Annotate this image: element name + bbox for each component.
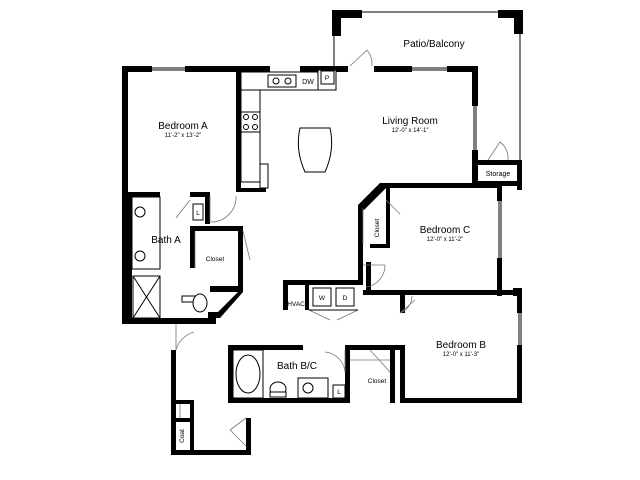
room-labels: Patio/Balcony Bedroom A 11'-2" x 13'-2" … <box>151 39 510 372</box>
label-linen-bath-bc: L <box>337 389 341 396</box>
label-closet-bedroom-b: Closet <box>368 378 387 385</box>
room-dims-bedroom-a: 11'-2" x 13'-2" <box>165 133 201 139</box>
label-pantry: P <box>325 75 329 82</box>
room-dims-living-room: 12'-0" x 14'-1" <box>392 128 429 134</box>
room-dims-bedroom-c: 12'-0" x 11'-2" <box>427 237 463 243</box>
label-closet-bath-a: Closet <box>206 256 225 263</box>
room-name-bedroom-b: Bedroom B <box>436 340 486 351</box>
label-closet-bedroom-c: Closet <box>374 219 381 238</box>
label-linen-bath-a: L <box>196 210 200 217</box>
room-name-storage: Storage <box>486 171 511 178</box>
label-hvac: HVAC <box>287 301 305 308</box>
label-dishwasher: DW <box>302 79 314 86</box>
room-name-living-room: Living Room <box>382 116 438 127</box>
room-name-bedroom-c: Bedroom C <box>420 225 471 236</box>
doors <box>175 195 416 447</box>
label-coat-closet: Coat <box>179 429 186 443</box>
label-washer: W <box>319 295 326 302</box>
room-dims-bedroom-b: 12'-0" x 11'-3" <box>443 352 479 358</box>
patio-area <box>332 10 523 160</box>
room-name-patio: Patio/Balcony <box>403 39 464 50</box>
fixtures <box>131 69 390 418</box>
label-dryer: D <box>343 295 348 302</box>
walls <box>122 66 522 455</box>
room-name-bedroom-a: Bedroom A <box>158 121 208 132</box>
fixture-labels: DW P L Closet Closet Closet Coat HVAC W … <box>179 70 387 443</box>
room-name-bath-a: Bath A <box>151 235 181 246</box>
room-name-bath-bc: Bath B/C <box>277 361 317 372</box>
